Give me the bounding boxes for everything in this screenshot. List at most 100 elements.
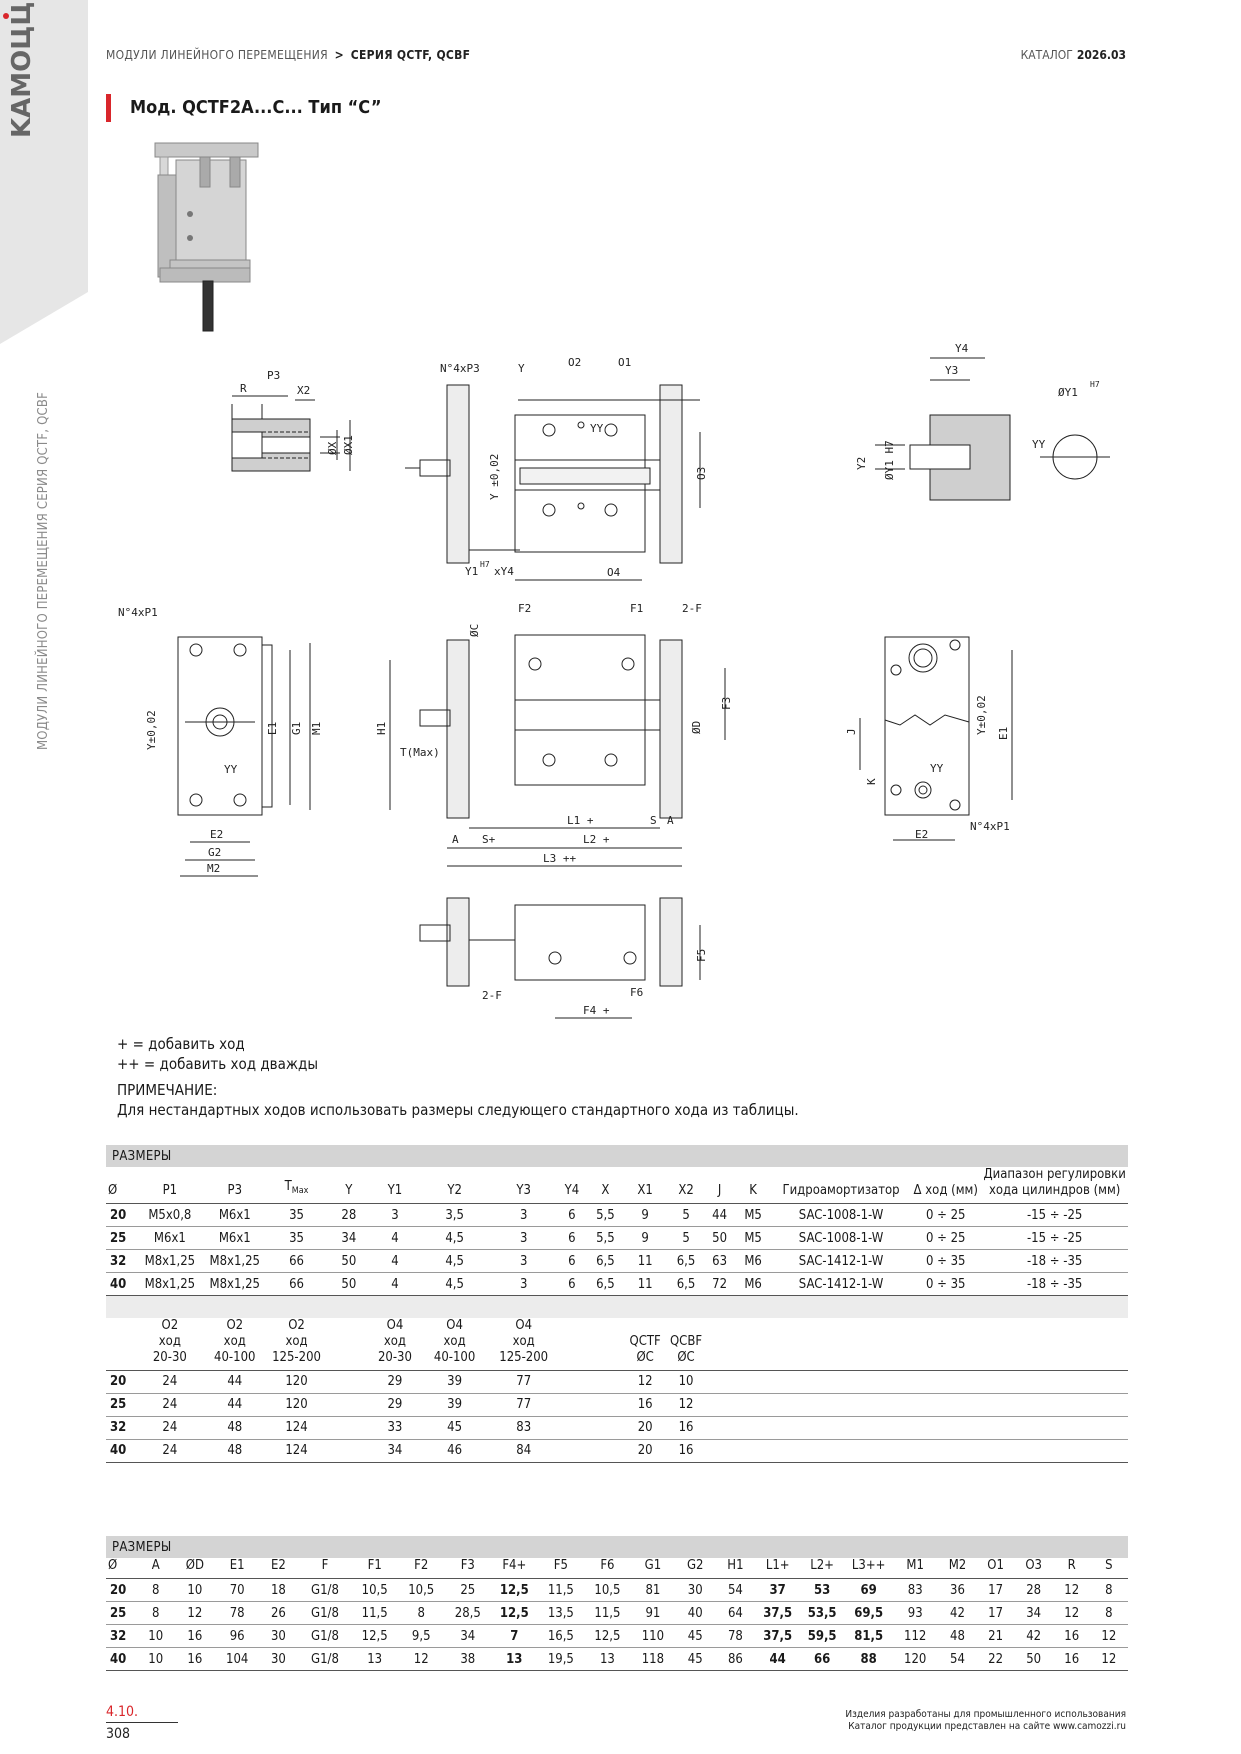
table-cell: -18 ÷ -35	[981, 1249, 1128, 1273]
table-cell	[325, 1416, 372, 1440]
table-header-cell: F5	[537, 1558, 585, 1579]
table-cell: 8	[1089, 1601, 1128, 1625]
table-cell	[734, 1393, 772, 1417]
table-cell: 11,5	[537, 1578, 585, 1602]
table-header-cell	[704, 1317, 735, 1371]
table-cell: 93	[892, 1601, 938, 1625]
table-cell: 120	[267, 1370, 326, 1394]
table-cell: -15 ÷ -25	[981, 1226, 1128, 1250]
table-header-cell: Y2	[417, 1167, 492, 1204]
table-header-cell: R	[1053, 1558, 1090, 1579]
table-cell: 30	[258, 1647, 299, 1671]
table-header-cell: Диапазон регулировки хода цилиндров (мм)	[981, 1167, 1128, 1204]
svg-text:ØD: ØD	[690, 721, 703, 734]
footer-line-2: Каталог продукции представлен на сайте w…	[848, 1721, 1126, 1732]
table-cell: 8	[397, 1601, 445, 1625]
table-cell: 46	[417, 1439, 492, 1463]
note-text: Для нестандартных ходов использовать раз…	[117, 1101, 799, 1119]
table-cell: 22	[977, 1647, 1014, 1671]
table-cell: 13	[491, 1647, 538, 1671]
table-header-cell: Y3	[491, 1167, 557, 1204]
svg-text:N°4xP1: N°4xP1	[118, 606, 158, 619]
table-cell	[910, 1416, 982, 1440]
table-cell: 77	[491, 1370, 557, 1394]
svg-text:P3: P3	[267, 369, 280, 382]
svg-text:L2 +: L2 +	[583, 833, 610, 846]
svg-text:N°4xP1: N°4xP1	[970, 820, 1010, 833]
svg-text:S: S	[650, 814, 657, 827]
table-cell: 40	[106, 1439, 138, 1463]
table-cell: 16	[1053, 1624, 1090, 1648]
svg-text:Y: Y	[518, 362, 525, 375]
table-cell: 10,5	[397, 1578, 445, 1602]
svg-text:F4 +: F4 +	[583, 1004, 610, 1017]
table-cell: 3,5	[417, 1203, 492, 1227]
table-cell	[981, 1370, 1128, 1394]
table-header-cell: L1+	[755, 1558, 800, 1579]
table-cell: 6,5	[667, 1272, 705, 1296]
table-header-cell: A	[137, 1558, 174, 1579]
table-cell: M8x1,25	[137, 1249, 203, 1273]
table-cell: 10	[667, 1370, 705, 1394]
table-header-cell: Y1	[371, 1167, 418, 1204]
breadcrumb-section[interactable]: МОДУЛИ ЛИНЕЙНОГО ПЕРЕМЕЩЕНИЯ	[106, 48, 328, 62]
table-cell: 3	[491, 1203, 557, 1227]
table-cell: 44	[755, 1647, 800, 1671]
svg-text:A: A	[452, 833, 459, 846]
svg-text:H7: H7	[1090, 380, 1100, 389]
svg-text:ØC: ØC	[468, 624, 481, 637]
table-header-cell: Δ ход (мм)	[910, 1167, 982, 1204]
table-cell: 6,5	[587, 1249, 624, 1273]
table-cell: 3	[491, 1272, 557, 1296]
table-cell: 35	[267, 1203, 326, 1227]
svg-text:H1: H1	[375, 722, 388, 735]
table-header-cell: F6	[584, 1558, 631, 1579]
page-number: 308	[106, 1726, 131, 1742]
table-cell: -15 ÷ -25	[981, 1203, 1128, 1227]
table-cell: 4	[371, 1272, 418, 1296]
header-subscript: Max	[291, 1186, 309, 1196]
table-cell: 12,5	[351, 1624, 398, 1648]
table-cell: 84	[491, 1439, 557, 1463]
table-cell: 16	[623, 1393, 668, 1417]
table-cell: 12	[667, 1393, 705, 1417]
table-header-cell: Y	[325, 1167, 372, 1204]
footer-line-1: Изделия разработаны для промышленного ис…	[845, 1709, 1126, 1720]
table-cell: 37	[755, 1578, 800, 1602]
svg-text:E2: E2	[210, 828, 223, 841]
table-cell	[556, 1439, 588, 1463]
table-cell: 72	[704, 1272, 735, 1296]
svg-text:KAMOЦЦI: KAMOЦЦI	[7, 0, 37, 138]
breadcrumb-separator: >	[334, 48, 345, 62]
table-cell: 12	[1053, 1578, 1090, 1602]
section-number: 4.10.	[106, 1704, 139, 1720]
table-header-cell: L2+	[799, 1558, 845, 1579]
table-cell: 48	[202, 1416, 268, 1440]
note-plus-plus: ++ = добавить ход дважды	[117, 1055, 319, 1073]
svg-text:2-F: 2-F	[482, 989, 502, 1002]
table-header-cell: G2	[675, 1558, 716, 1579]
table-cell: 66	[267, 1249, 326, 1273]
table-cell: 32	[106, 1624, 138, 1648]
table-header-cell	[556, 1317, 588, 1371]
table-header-cell	[981, 1317, 1128, 1371]
table-cell	[556, 1370, 588, 1394]
table-cell: 34	[371, 1439, 418, 1463]
table-cell: 11,5	[584, 1601, 631, 1625]
table-cell: 37,5	[755, 1624, 800, 1648]
svg-text:G2: G2	[208, 846, 221, 859]
table-cell	[734, 1370, 772, 1394]
table-header-cell: Ø	[106, 1167, 138, 1204]
svg-text:X2: X2	[297, 384, 310, 397]
table-header-cell	[106, 1317, 138, 1371]
